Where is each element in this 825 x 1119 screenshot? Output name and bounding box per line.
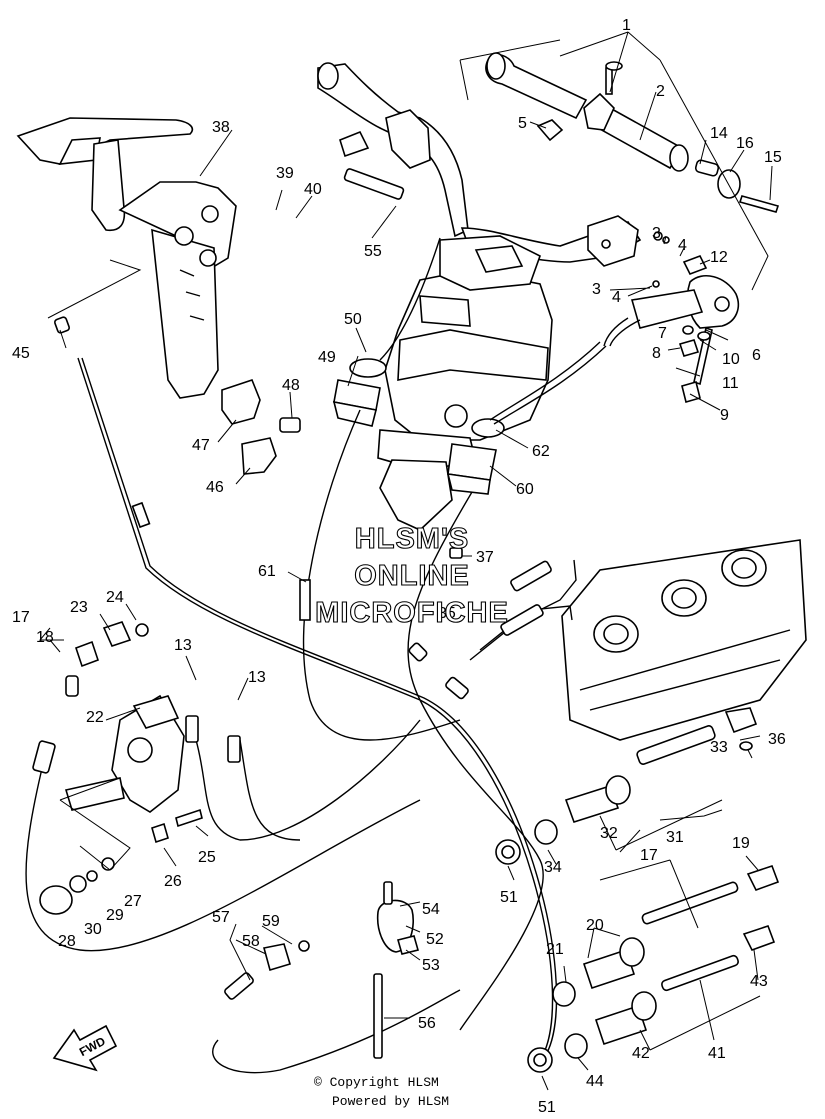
callout-56: 56: [418, 1015, 436, 1032]
callout-1: 1: [622, 17, 631, 34]
callout-47: 47: [192, 437, 210, 454]
callout-13-right: 13: [248, 669, 266, 686]
callout-52: 52: [426, 931, 444, 948]
callout-11: 11: [722, 375, 739, 392]
callout-53: 53: [422, 957, 440, 974]
callout-25: 25: [198, 849, 216, 866]
copyright-notice: © Copyright HLSM Powered by HLSM: [314, 1075, 449, 1109]
right-grip-assembly: [485, 52, 780, 213]
callout-16: 16: [736, 135, 754, 152]
leader-lines: [38, 31, 773, 1091]
callout-numbers: 1 2 3 3 4 4 5 6 7 8 9 10 11 12 13 13 14 …: [12, 17, 786, 1116]
callout-59: 59: [262, 913, 280, 930]
callout-45: 45: [12, 345, 30, 362]
callout-9: 9: [720, 407, 729, 424]
cable-fittings: [32, 168, 552, 774]
callout-8: 8: [652, 345, 661, 362]
watermark-line-1: HLSM'S: [355, 523, 469, 555]
callout-43: 43: [750, 973, 768, 990]
callout-40: 40: [304, 181, 322, 198]
callout-62: 62: [532, 443, 550, 460]
throttle-lever: [16, 117, 301, 475]
callout-15: 15: [764, 149, 782, 166]
cable-end-parts: [495, 707, 780, 1073]
callout-7: 7: [658, 325, 667, 342]
callout-54: 54: [422, 901, 440, 918]
watermark-line-3: MICROFICHE: [315, 597, 509, 629]
callout-14: 14: [710, 125, 728, 142]
callout-5: 5: [518, 115, 527, 132]
callout-17-right: 17: [640, 847, 658, 864]
cables: [25, 237, 607, 1074]
callout-49: 49: [318, 349, 336, 366]
callout-19: 19: [732, 835, 750, 852]
callout-38: 38: [212, 119, 230, 136]
callout-29: 29: [106, 907, 124, 924]
callout-17-left: 17: [12, 609, 30, 626]
callout-34: 34: [544, 859, 562, 876]
callout-35: 35: [438, 605, 456, 622]
callout-46: 46: [206, 479, 224, 496]
callout-24: 24: [106, 589, 124, 606]
callout-31: 31: [666, 829, 684, 846]
callout-50: 50: [344, 311, 362, 328]
callout-3-lower: 3: [592, 281, 601, 298]
copyright-line-2: Powered by HLSM: [332, 1094, 449, 1109]
callout-32: 32: [600, 825, 618, 842]
callout-41: 41: [708, 1045, 726, 1062]
callout-48: 48: [282, 377, 300, 394]
callout-18: 18: [36, 629, 54, 646]
callout-4-lower: 4: [612, 289, 621, 306]
callout-4-upper: 4: [678, 237, 687, 254]
watermark: HLSM'S ONLINE MICROFICHE: [315, 522, 509, 629]
callout-37: 37: [476, 549, 494, 566]
watermark-line-2: ONLINE: [354, 560, 470, 592]
callout-12: 12: [710, 249, 728, 266]
callout-39: 39: [276, 165, 294, 182]
carburetor-assembly: [561, 539, 807, 741]
switch-housing: [587, 215, 740, 403]
callout-42: 42: [632, 1045, 650, 1062]
copyright-line-1: © Copyright HLSM: [314, 1075, 439, 1090]
steering-column: [377, 235, 553, 531]
fwd-arrow: FWD: [52, 1024, 118, 1072]
cable-bracket-assembly: [64, 621, 185, 813]
callout-55: 55: [364, 243, 382, 260]
callout-21: 21: [546, 941, 564, 958]
callout-26: 26: [164, 873, 182, 890]
callout-13-left: 13: [174, 637, 192, 654]
clamp-parts: [39, 808, 419, 1059]
callout-10: 10: [722, 351, 740, 368]
callout-57: 57: [212, 909, 230, 926]
callout-6: 6: [752, 347, 761, 364]
callout-51-upper: 51: [500, 889, 518, 906]
callout-3-upper: 3: [652, 225, 661, 242]
callout-22: 22: [86, 709, 104, 726]
callout-61: 61: [258, 563, 276, 580]
callout-20: 20: [586, 917, 604, 934]
callout-23: 23: [70, 599, 88, 616]
callout-58: 58: [242, 933, 260, 950]
callout-36: 36: [768, 731, 786, 748]
callout-44: 44: [586, 1073, 604, 1090]
callout-33: 33: [710, 739, 728, 756]
callout-60: 60: [516, 481, 534, 498]
callout-2: 2: [656, 83, 665, 100]
callout-51-lower: 51: [538, 1099, 556, 1116]
callout-27: 27: [124, 893, 142, 910]
callout-30: 30: [84, 921, 102, 938]
callout-28: 28: [58, 933, 76, 950]
bellows-boots: [332, 358, 505, 495]
